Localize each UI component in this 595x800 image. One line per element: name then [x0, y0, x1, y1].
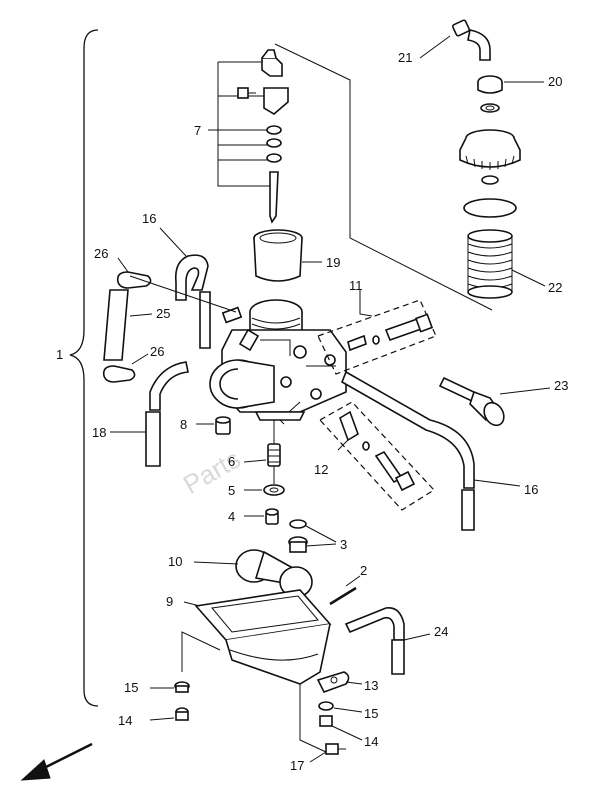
callout-23: 23: [554, 378, 568, 393]
callout-14-right: 14: [364, 734, 378, 749]
drain-hose-part: [110, 361, 189, 467]
float-pin-part: [329, 575, 361, 606]
drain-screw-group: [299, 684, 346, 763]
callout-24: 24: [434, 624, 448, 639]
callout-26-lower: 26: [150, 344, 164, 359]
hose-clip-upper-part: [116, 257, 237, 313]
callout-26-upper: 26: [94, 246, 108, 261]
callout-11: 11: [349, 278, 363, 293]
pilot-screw-group: [317, 290, 437, 375]
callout-1: 1: [56, 347, 63, 362]
callout-6: 6: [228, 454, 235, 469]
watermark-text: Parts: [178, 444, 246, 500]
front-direction-arrow: [20, 742, 93, 781]
callout-20: 20: [548, 74, 562, 89]
callout-7: 7: [194, 123, 201, 138]
throttle-valve-top-group: [274, 19, 546, 311]
callout-13: 13: [364, 678, 378, 693]
throttle-slide-part: [253, 229, 322, 282]
callout-18: 18: [92, 425, 106, 440]
callout-25: 25: [156, 306, 170, 321]
o-ring-part: [463, 198, 517, 218]
callout-9: 9: [166, 594, 173, 609]
callout-14-left: 14: [118, 713, 132, 728]
carburetor-body-part: [209, 299, 347, 425]
bowl-screw-left-group: [149, 631, 221, 721]
callout-3: 3: [340, 537, 347, 552]
breather-tube-part: [103, 289, 153, 361]
callout-17: 17: [290, 758, 304, 773]
throttle-spring-part: [467, 229, 513, 299]
cap-nut-part: [477, 75, 503, 113]
callout-4: 4: [228, 509, 235, 524]
float-part: [193, 549, 313, 598]
callout-12: 12: [314, 462, 328, 477]
callout-19: 19: [326, 255, 340, 270]
assembly-bracket: [69, 29, 99, 707]
needle-jet-part: [243, 420, 281, 484]
slow-jet-group: [319, 401, 435, 511]
callout-15-left: 15: [124, 680, 138, 695]
callout-2: 2: [360, 563, 367, 578]
bowl-screw-right-group: [316, 671, 363, 741]
hose-clip-lower-part: [102, 353, 149, 383]
callout-16-upper: 16: [142, 211, 156, 226]
bowl-drain-hose-part: [344, 607, 431, 675]
main-jet-part: [244, 508, 279, 525]
callout-16-lower: 16: [524, 482, 538, 497]
float-bowl-part: [183, 589, 332, 685]
plug-part: [196, 416, 231, 435]
washer-part: [244, 484, 285, 496]
carb-top-cap-part: [459, 129, 521, 185]
callout-22: 22: [548, 280, 562, 295]
cable-elbow-part: [451, 19, 491, 61]
callout-5: 5: [228, 483, 235, 498]
callout-21: 21: [398, 50, 412, 65]
overflow-hose-part: [340, 370, 521, 531]
needle-group: [208, 49, 289, 224]
air-screw-part: [438, 376, 551, 427]
callout-8: 8: [180, 417, 187, 432]
callout-10: 10: [168, 554, 182, 569]
callout-15-right: 15: [364, 706, 378, 721]
float-valve-parts: [288, 519, 337, 553]
vent-hose-part: [159, 227, 211, 349]
